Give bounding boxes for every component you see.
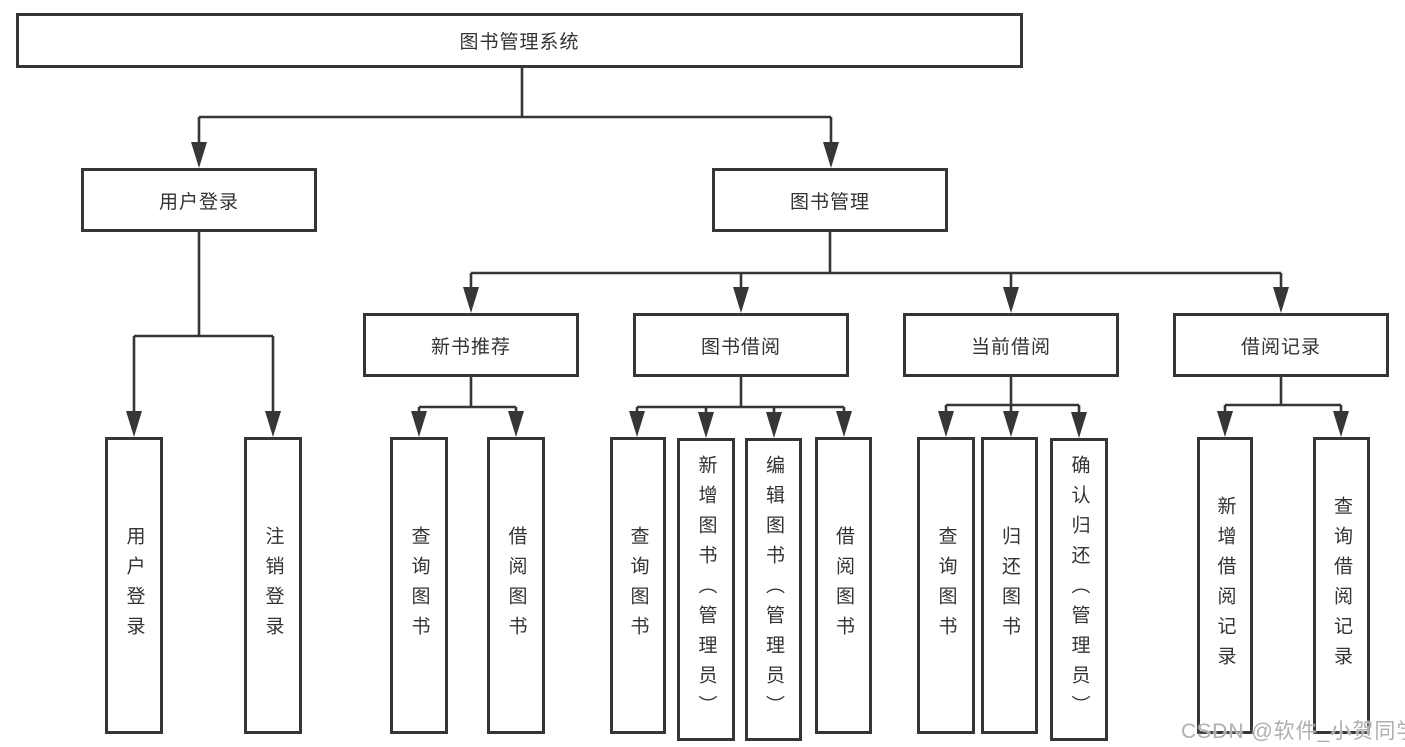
leaf-current-query-book: 查询图书 — [917, 437, 975, 734]
node-book-management: 图书管理 — [712, 168, 948, 232]
leaf-edit-book-admin: 编辑图书（管理员） — [745, 438, 802, 741]
leaf-add-borrow-record: 新增借阅记录 — [1197, 437, 1253, 734]
leaf-borrow-query-book: 查询图书 — [610, 437, 666, 734]
leaf-recommend-query-book: 查询图书 — [390, 437, 448, 734]
arrowhead-icons — [126, 142, 1349, 438]
csdn-watermark: CSDN @软件_小贺同学 — [1181, 720, 1405, 743]
node-current-borrow: 当前借阅 — [903, 313, 1119, 377]
node-root-system: 图书管理系统 — [16, 13, 1023, 68]
leaf-logout: 注销登录 — [244, 437, 302, 734]
leaf-query-borrow-record: 查询借阅记录 — [1313, 437, 1370, 734]
leaf-user-login: 用户登录 — [105, 437, 163, 734]
node-borrow-records: 借阅记录 — [1173, 313, 1389, 377]
leaf-return-book: 归还图书 — [981, 437, 1038, 734]
node-user-login: 用户登录 — [81, 168, 317, 232]
leaf-borrow-book: 借阅图书 — [815, 437, 872, 734]
leaf-confirm-return-admin: 确认归还（管理员） — [1050, 438, 1108, 741]
node-new-book-recommend: 新书推荐 — [363, 313, 579, 377]
node-book-borrow: 图书借阅 — [633, 313, 849, 377]
leaf-add-book-admin: 新增图书（管理员） — [677, 438, 735, 741]
leaf-recommend-borrow-book: 借阅图书 — [487, 437, 545, 734]
